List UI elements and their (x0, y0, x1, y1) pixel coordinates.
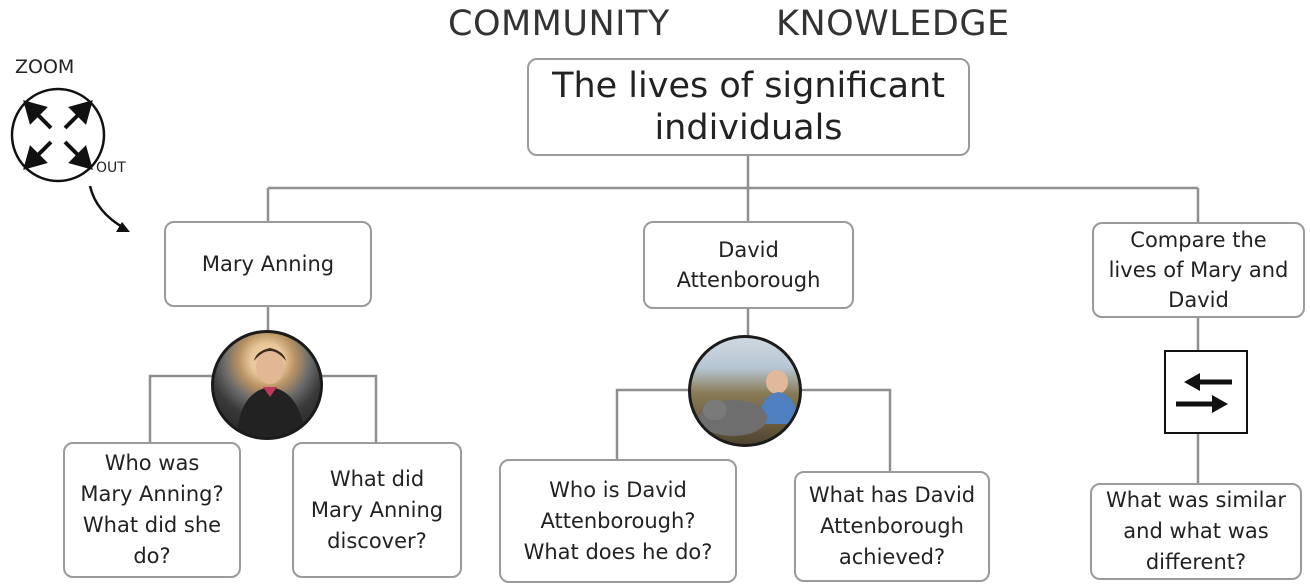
leaf-mary-who: Who was Mary Anning? What did she do? (63, 442, 241, 578)
leaf-david-who: Who is David Attenborough? What does he … (499, 459, 737, 583)
leaf-text: What did Mary Anning discover? (310, 466, 444, 553)
leaf-text: Who was Mary Anning? What did she do? (80, 451, 224, 568)
branch-title: David Attenborough (676, 238, 821, 292)
branch-david-attenborough: David Attenborough (643, 221, 854, 309)
branch-title: Compare the lives of Mary and David (1108, 228, 1289, 312)
root-node-text: The lives of significant individuals (552, 66, 945, 148)
root-node: The lives of significant individuals (527, 58, 970, 156)
leaf-text: What has David Attenborough achieved? (808, 483, 976, 569)
zoom-label: ZOOM (15, 56, 75, 78)
curved-arrow-icon (88, 185, 125, 230)
leaf-compare: What was similar and what was different? (1090, 483, 1302, 580)
leaf-text: What was similar and what was different? (1106, 488, 1286, 574)
zoom-out-arrows-icon (10, 87, 130, 232)
branch-title: Mary Anning (201, 252, 335, 276)
david-attenborough-photo (688, 335, 802, 447)
zoom-out-label: OUT (96, 160, 126, 176)
header-knowledge: KNOWLEDGE (776, 4, 1010, 44)
compare-arrows-icon (1164, 350, 1248, 434)
leaf-mary-discover: What did Mary Anning discover? (292, 442, 462, 578)
leaf-text: Who is David Attenborough? What does he … (523, 477, 713, 564)
leaf-david-achieved: What has David Attenborough achieved? (794, 471, 990, 582)
branch-mary-anning: Mary Anning (164, 221, 372, 307)
header-community: COMMUNITY (448, 4, 670, 44)
mary-anning-portrait (211, 330, 323, 440)
branch-compare: Compare the lives of Mary and David (1092, 222, 1305, 318)
